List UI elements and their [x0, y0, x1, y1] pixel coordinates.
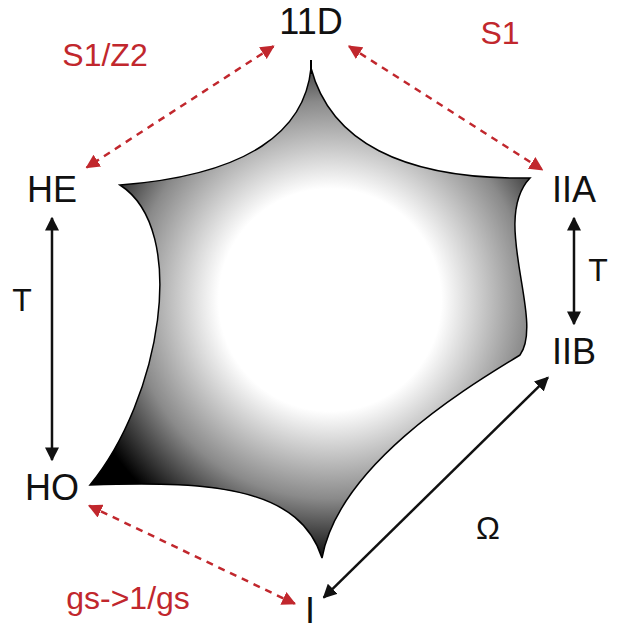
theory-label: HO [22, 468, 82, 508]
theory-name: IIB [552, 334, 596, 370]
duality-arrow [349, 46, 542, 169]
duality-arrow [324, 378, 548, 598]
star-tip [310, 60, 312, 74]
transformation-label: gs->1/gs [63, 581, 193, 615]
transformation-label: S1 [477, 16, 522, 50]
transformation-label: T [585, 253, 611, 287]
transformation-label: T [9, 283, 35, 317]
theory-label: 11D [276, 2, 345, 42]
duality-arrow [573, 218, 576, 324]
theory-name: I [305, 593, 315, 629]
theory-name: HO [25, 470, 79, 506]
theory-label: HE [24, 170, 80, 210]
theory-label: IIB [549, 332, 599, 372]
theory-label: IIA [549, 170, 599, 210]
duality-arrow [51, 218, 54, 460]
theory-name: 11D [279, 4, 342, 40]
theory-name: IIA [552, 172, 596, 208]
theory-label: I [302, 591, 318, 631]
transformation-label: Ω [473, 511, 503, 545]
transformation-label: S1/Z2 [59, 38, 150, 72]
theory-name: HE [27, 172, 77, 208]
star-region [90, 68, 530, 558]
